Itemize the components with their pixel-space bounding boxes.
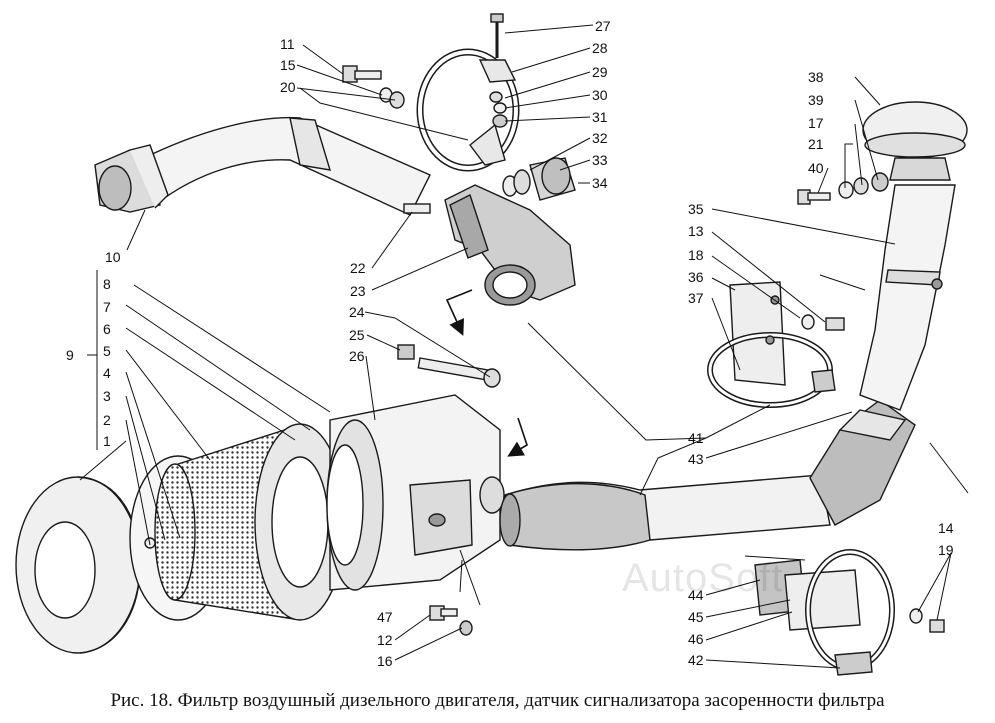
intake-cap-38 [862,101,968,181]
housing-body [326,394,505,591]
label-26: 26 [349,348,365,364]
label-41: 41 [688,430,704,446]
label-32: 32 [592,130,608,146]
label-9: 9 [66,347,74,363]
label-11: 11 [280,36,295,52]
label-13: 13 [688,223,704,239]
pin-22 [403,203,431,214]
bracket-44-46 [754,549,945,676]
elbow-hose-23 [444,184,576,306]
lower-pipe-41 [499,474,831,551]
label-47: 47 [377,609,393,625]
label-21: 21 [808,136,824,152]
label-19: 19 [938,542,954,558]
label-33: 33 [592,152,608,168]
label-10: 10 [105,249,121,265]
label-5: 5 [103,343,111,359]
label-37: 37 [688,290,704,306]
upper-clamp-band [416,13,520,172]
label-24: 24 [349,304,365,320]
label-6: 6 [103,321,111,337]
label-1: 1 [103,433,111,449]
label-38: 38 [808,69,824,85]
label-40: 40 [808,160,824,176]
watermark: AutoSoft [622,556,784,600]
label-7: 7 [103,299,111,315]
label-39: 39 [808,92,824,108]
figure-caption: Рис. 18. Фильтр воздушный дизельного дви… [110,690,885,711]
label-46: 46 [688,631,704,647]
label-18: 18 [688,247,704,263]
screw-12-16 [429,605,473,636]
label-25: 25 [349,327,365,343]
filter-element-5 [154,423,346,621]
label-17: 17 [808,115,824,131]
leader-lines [79,24,969,669]
label-3: 3 [103,388,111,404]
label-22: 22 [350,260,366,276]
intake-hood-10 [94,144,169,213]
air-flow-arrows [445,289,528,457]
label-8: 8 [103,276,111,292]
bolt-40-fasteners [797,172,889,205]
label-35: 35 [688,201,704,217]
label-12: 12 [377,632,393,648]
label-15: 15 [280,57,296,73]
label-44: 44 [688,587,704,603]
label-45: 45 [688,609,704,625]
elbow-hose-43 [809,399,916,526]
sensor-32-34 [502,157,576,201]
upper-intake-pipe [139,116,431,216]
label-28: 28 [592,40,608,56]
bolt-24 [397,344,501,388]
label-16: 16 [377,653,393,669]
label-36: 36 [688,269,704,285]
label-43: 43 [688,451,704,467]
label-34: 34 [592,175,608,191]
label-27: 27 [595,18,611,34]
label-23: 23 [350,283,366,299]
label-14: 14 [938,520,954,536]
label-4: 4 [103,365,111,381]
cover-1 [15,476,141,654]
label-31: 31 [592,109,608,125]
bolt-11 [342,65,405,109]
label-29: 29 [592,64,608,80]
nuts-29-31 [489,91,508,128]
label-42: 42 [688,652,704,668]
label-30: 30 [592,87,608,103]
riser-pipe-35 [859,184,956,411]
label-2: 2 [103,412,111,428]
part-labels: 11 15 20 27 28 29 30 31 32 33 34 10 22 2… [66,18,954,669]
label-20: 20 [280,79,296,95]
